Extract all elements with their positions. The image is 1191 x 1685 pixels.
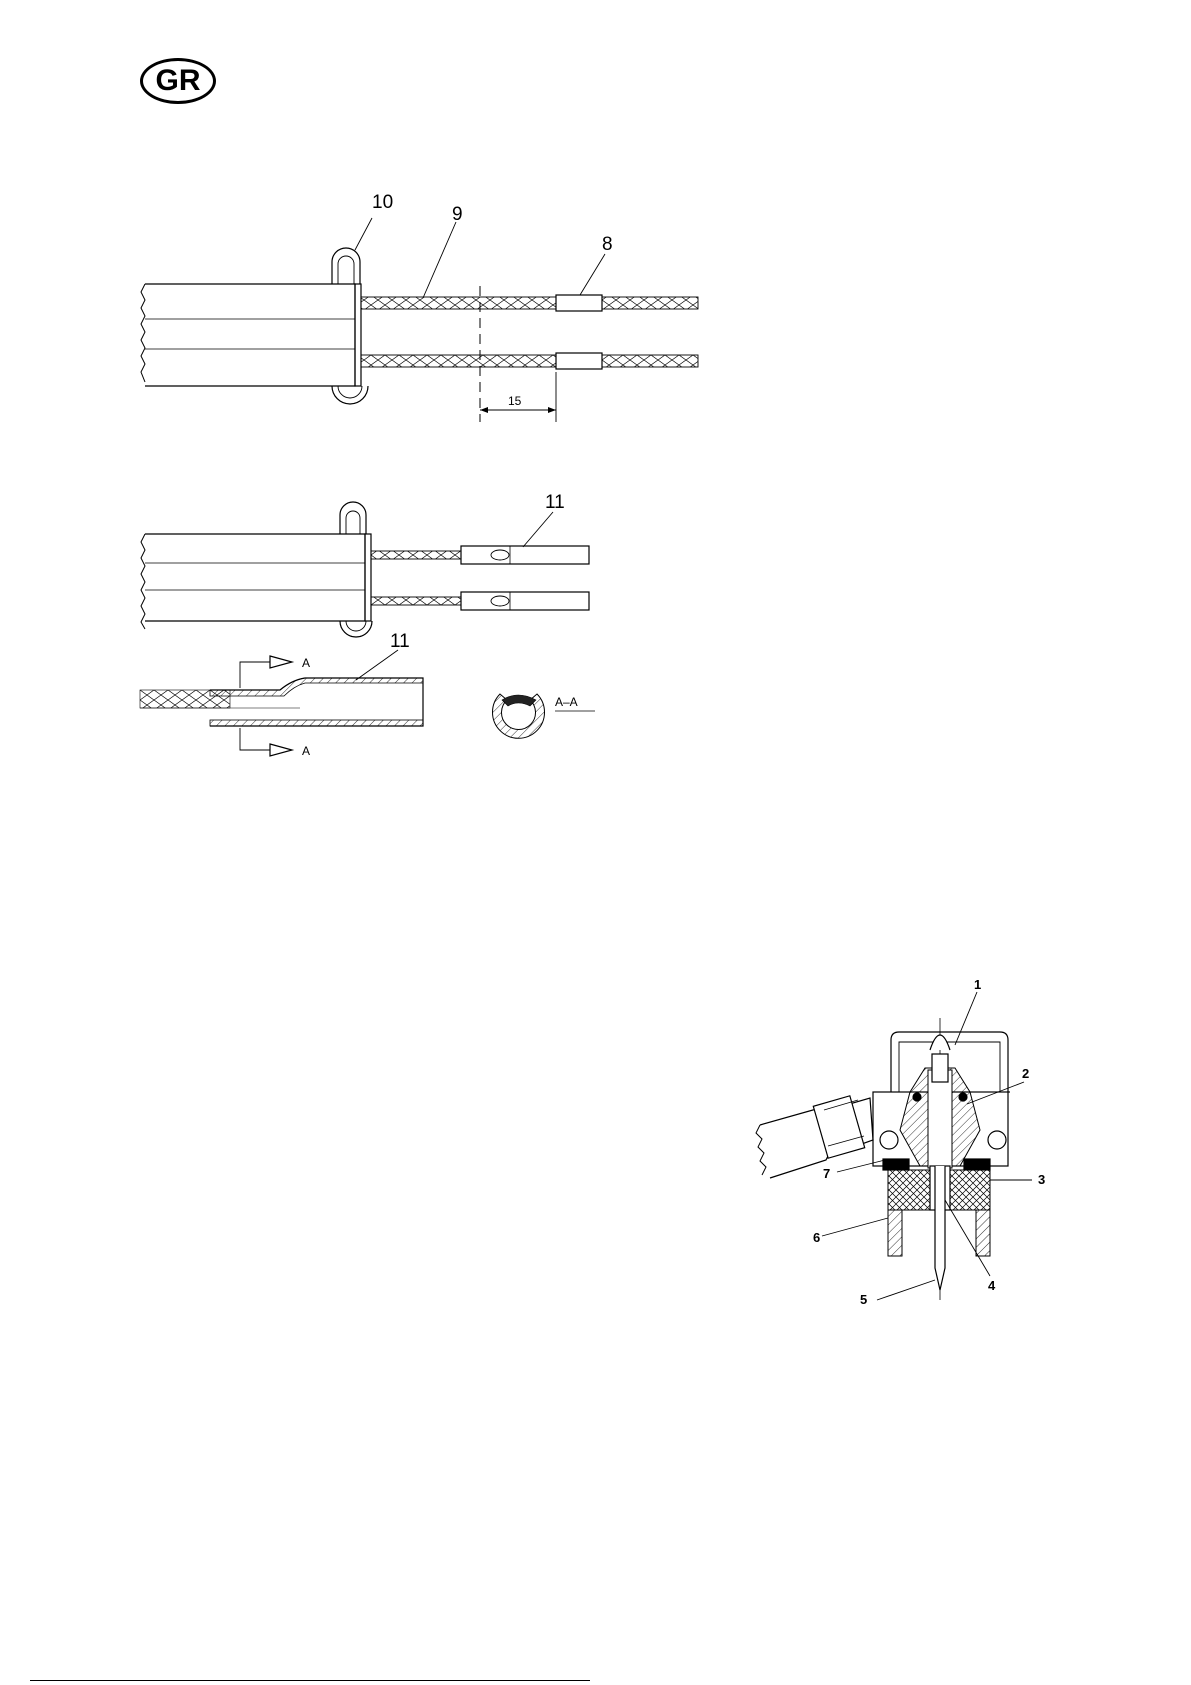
callout-9: 9 bbox=[452, 204, 463, 225]
callout-3: 3 bbox=[1038, 1172, 1045, 1187]
figure-cable-braid bbox=[141, 218, 698, 422]
footer-rule bbox=[30, 1680, 590, 1681]
callout-10: 10 bbox=[372, 192, 393, 213]
section-marker-bottom: A bbox=[302, 744, 310, 758]
callout-4: 4 bbox=[988, 1278, 996, 1293]
figure-cable-sleeves bbox=[140, 502, 595, 756]
callout-2: 2 bbox=[1022, 1066, 1029, 1081]
figure-connector-section bbox=[756, 992, 1032, 1300]
callout-5: 5 bbox=[860, 1292, 867, 1307]
dimension-15: 15 bbox=[508, 394, 522, 408]
section-label: A–A bbox=[555, 695, 578, 709]
section-marker-top: A bbox=[302, 656, 310, 670]
callout-8: 8 bbox=[602, 234, 613, 255]
callout-1: 1 bbox=[974, 977, 981, 992]
callout-11-top: 11 bbox=[545, 492, 565, 513]
callout-11-section: 11 bbox=[390, 631, 410, 652]
callout-6: 6 bbox=[813, 1230, 820, 1245]
callout-7: 7 bbox=[823, 1166, 830, 1181]
